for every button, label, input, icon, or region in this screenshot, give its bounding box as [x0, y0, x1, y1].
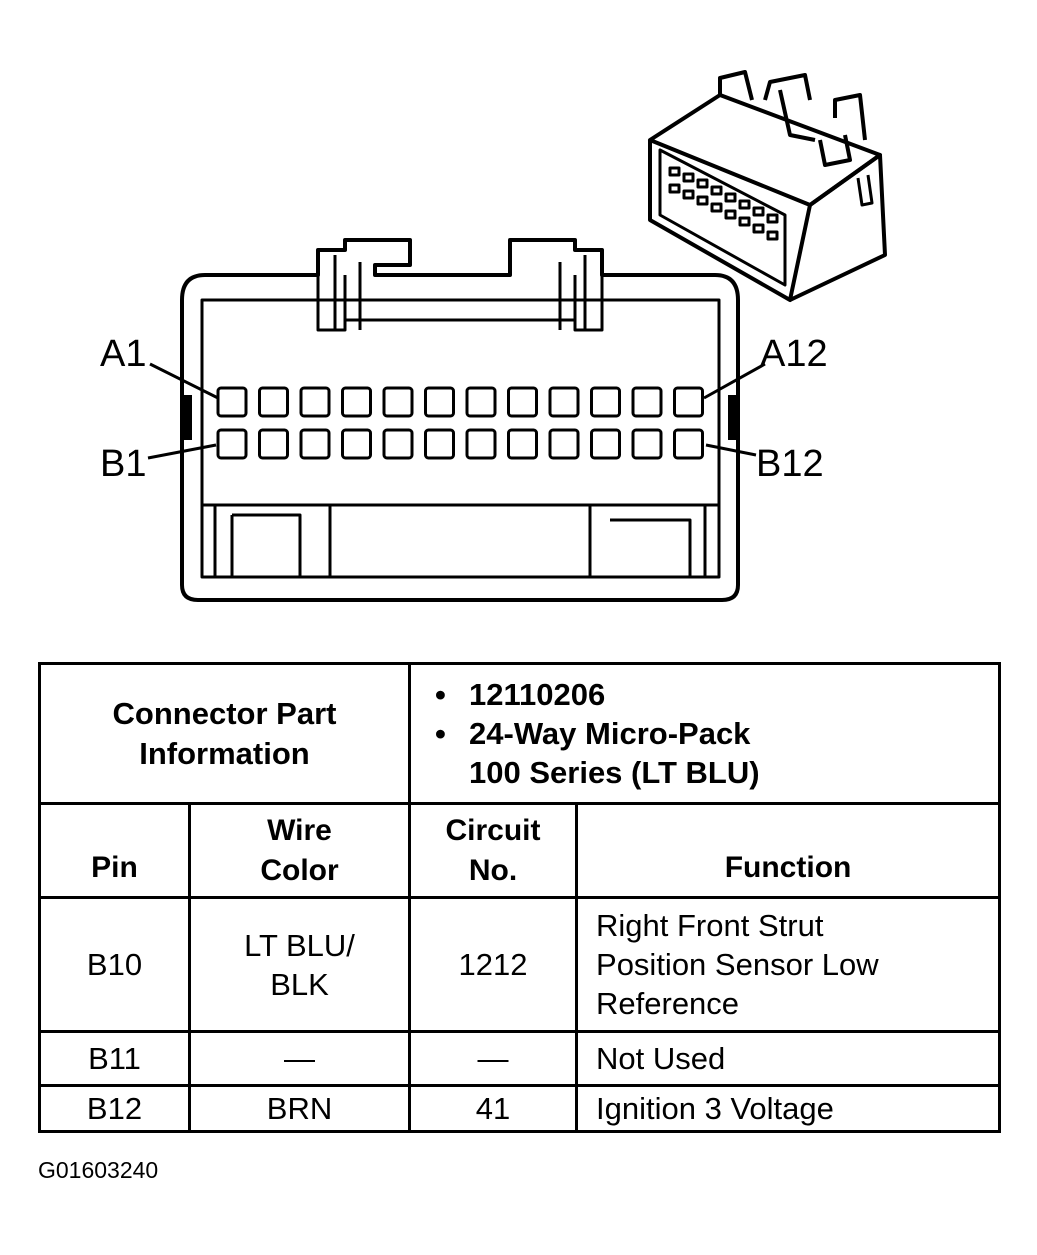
wire-color-header-line-2: Color	[260, 853, 339, 887]
pin-cavity-a9	[548, 386, 580, 418]
part-type-item: •24-Way Micro-Pack 100 Series (LT BLU)	[435, 716, 760, 790]
part-type-line-2: 100 Series (LT BLU)	[469, 755, 760, 790]
circuit-header: Circuit No.	[408, 802, 579, 899]
figure-id: G01603240	[38, 1157, 159, 1183]
part-number: 12110206	[469, 677, 606, 712]
pin-label-a1: A1	[100, 333, 146, 375]
wire-color-header: Wire Color	[187, 802, 412, 899]
connector-front-view	[180, 238, 740, 602]
part-type-line-1: 24-Way Micro-Pack	[469, 716, 751, 751]
pin-header: Pin	[38, 802, 191, 899]
wire-color-line-1: LT BLU/	[244, 927, 355, 963]
pin-cavity-b10	[590, 428, 621, 460]
pin-cavity-a10	[590, 386, 621, 418]
connector-diagram: A1 A12 B1 B12	[100, 70, 887, 602]
function-cell: Not Used	[575, 1030, 1002, 1087]
pin-cavity-a2	[258, 386, 289, 418]
pin-cavity-b12	[673, 428, 704, 460]
part-info-list: •12110206 •24-Way Micro-Pack 100 Series …	[408, 662, 1002, 805]
circuit-cell: —	[408, 1030, 579, 1087]
circuit-header-line-2: No.	[468, 853, 518, 887]
pin-cavity-b7	[465, 428, 497, 460]
pin-cavity-a7	[465, 386, 497, 418]
pin-cavity-a4	[341, 386, 372, 418]
function-cell: Right Front Strut Position Sensor Low Re…	[575, 896, 1002, 1033]
pin-leader-lines	[147, 362, 766, 460]
pin-cavity-b2	[258, 428, 289, 460]
pin-cavity-a1	[216, 386, 248, 418]
column-header-row: Pin Wire Color Circuit No. Function	[38, 802, 1002, 899]
pin-cell: B12	[38, 1084, 191, 1133]
pin-cell: B10	[38, 896, 191, 1033]
pin-cavity-a8	[507, 386, 538, 418]
pin-cavity-b3	[299, 428, 331, 460]
circuit-cell: 1212	[408, 896, 579, 1033]
table-row: B11 — — Not Used	[38, 1030, 1002, 1087]
pin-cavity-b5	[382, 428, 414, 460]
pin-label-b1: B1	[100, 443, 146, 485]
circuit-cell: 41	[408, 1084, 579, 1133]
pin-cavity-b1	[216, 428, 248, 460]
function-line-1: Right Front Strut	[596, 908, 824, 943]
pin-cavity-b6	[424, 428, 455, 460]
part-info-label: Connector Part Information	[37, 662, 412, 805]
pin-cavity-a5	[382, 386, 414, 418]
pin-cavities	[216, 386, 704, 460]
table-row: B12 BRN 41 Ignition 3 Voltage	[38, 1084, 1002, 1133]
wire-color-cell: —	[187, 1030, 412, 1087]
pin-label-b12: B12	[756, 443, 824, 485]
pin-cavity-b4	[341, 428, 372, 460]
pin-cavity-b9	[548, 428, 580, 460]
function-header: Function	[575, 802, 1002, 899]
wire-color-cell: LT BLU/ BLK	[187, 896, 412, 1033]
pin-cavity-a12	[673, 386, 704, 418]
wire-color-line-2: BLK	[270, 966, 329, 1002]
pin-cavity-a3	[299, 386, 331, 418]
function-line-3: Reference	[596, 986, 740, 1021]
function-cell: Ignition 3 Voltage	[575, 1084, 1002, 1133]
pin-label-a12: A12	[760, 333, 828, 375]
circuit-header-line-1: Circuit	[445, 813, 541, 847]
pin-cavity-b8	[507, 428, 538, 460]
wire-color-cell: BRN	[187, 1084, 412, 1133]
pin-cavity-a6	[424, 386, 455, 418]
pin-cavity-a11	[631, 386, 663, 418]
function-line-2: Position Sensor Low	[596, 947, 879, 982]
pin-cell: B11	[38, 1030, 191, 1087]
part-number-item: •12110206	[435, 677, 606, 712]
table-row: B10 LT BLU/ BLK 1212 Right Front Strut P…	[38, 896, 1002, 1033]
connector-info-table: Connector Part Information •12110206 •24…	[37, 662, 1002, 1133]
wire-color-header-line-1: Wire	[267, 813, 332, 847]
pin-cavity-b11	[631, 428, 663, 460]
connector-3d-illustration	[648, 70, 887, 302]
